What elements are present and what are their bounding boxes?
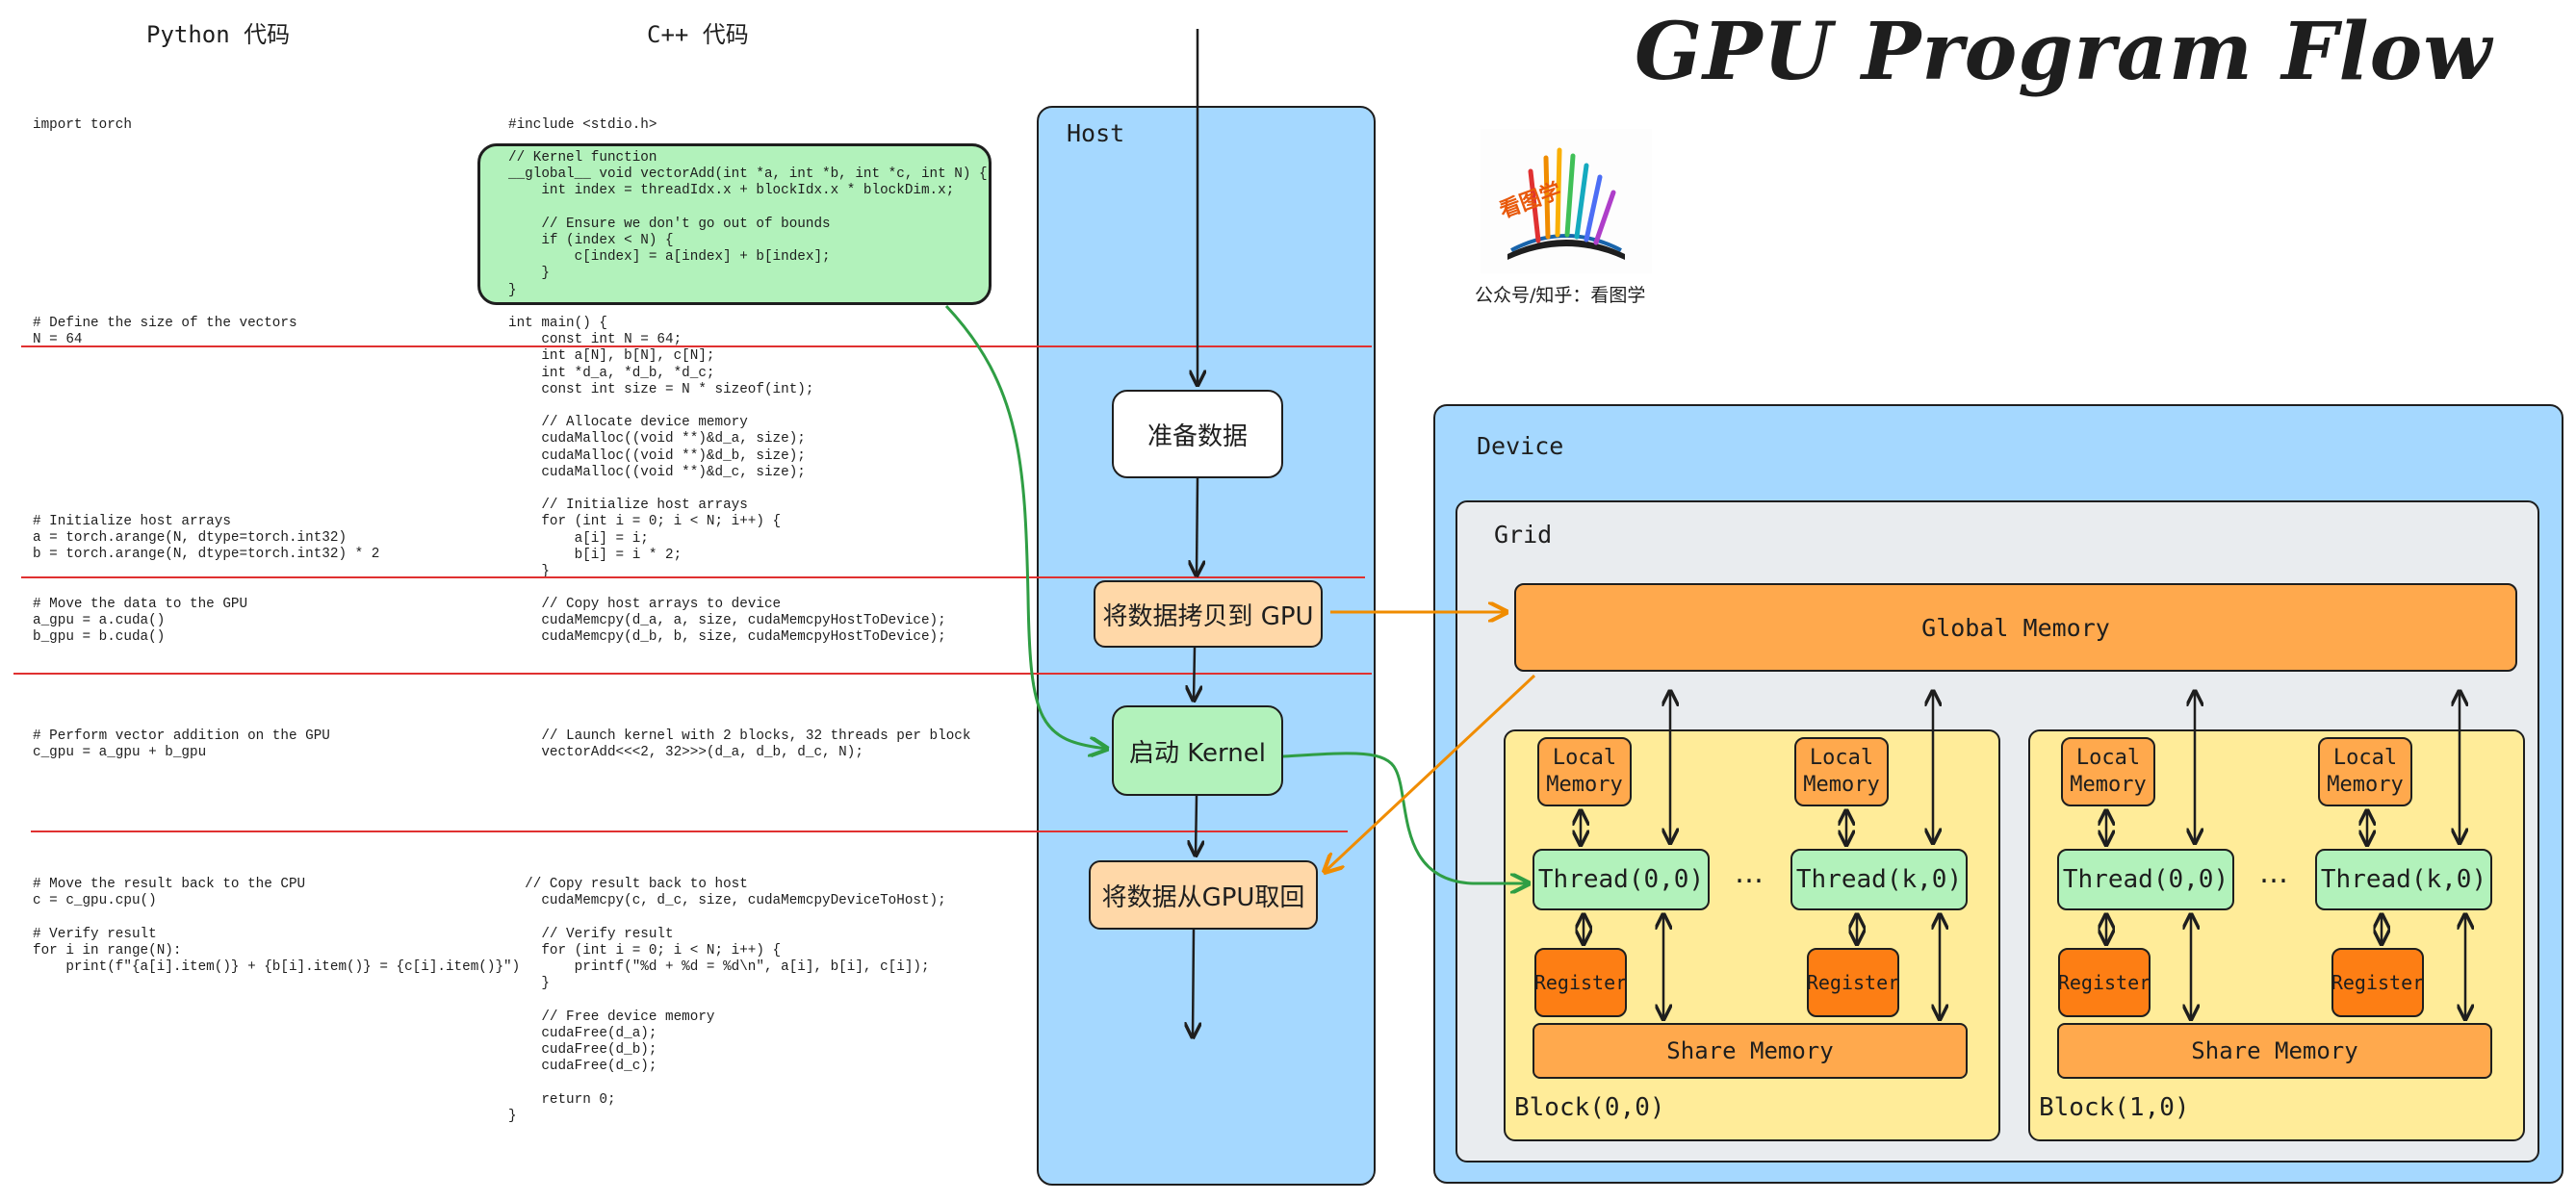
logo-caption: 公众号/知乎：看图学 [1475,285,1646,306]
thread-ellipsis-b1: … [2259,856,2288,890]
copy-to-gpu-step: 将数据拷贝到 GPU [1094,580,1323,648]
register-b0-tk: Register [1807,948,1899,1017]
launch-kernel-step: 启动 Kernel [1112,705,1283,796]
local-memory-b0-tk: Local Memory [1794,737,1889,806]
block-1-label: Block(1,0) [2039,1093,2190,1122]
local-memory-b1-tk: Local Memory [2318,737,2412,806]
flow-arrow [1196,795,1197,856]
share-memory-b1: Share Memory [2057,1023,2492,1079]
host-flow-arrows [1193,29,1198,1037]
flow-arrow [1193,929,1194,1037]
book-logo-icon: 看图学 [1496,147,1625,260]
register-b1-t0: Register [2058,948,2151,1017]
register-b0-t0: Register [1534,948,1627,1017]
python-init-arrays: # Initialize host arrays a = torch.arang… [33,514,380,563]
section-separators [13,345,1372,832]
global-to-host-arrow [1325,674,1536,872]
cpp-code-heading: C++ 代码 [647,21,749,48]
cpp-launch-kernel: // Launch kernel with 2 blocks, 32 threa… [541,728,971,761]
global-memory: Global Memory [1514,583,2517,672]
thread-ellipsis-b0: … [1735,856,1764,890]
python-code-heading: Python 代码 [146,21,291,48]
python-move-back: # Move the result back to the CPU c = c_… [33,877,521,976]
kernel-to-launch-arrow [944,304,1107,749]
thread-b1-t0: Thread(0,0) [2057,849,2234,910]
cpp-include: #include <stdio.h> [508,117,657,133]
thread-b1-tk: Thread(k,0) [2315,849,2492,910]
python-define-size: # Define the size of the vectors N = 64 [33,316,297,348]
copy-back-step: 将数据从GPU取回 [1089,860,1318,930]
register-b1-tk: Register [2331,948,2424,1017]
cpp-main: int main() { const int N = 64; int a[N],… [508,316,814,580]
python-move-to-gpu: # Move the data to the GPU a_gpu = a.cud… [33,597,248,646]
python-vector-add: # Perform vector addition on the GPU c_g… [33,728,330,761]
logo-image: 看图学 [1481,129,1652,273]
page-title: GPU Program Flow [1635,6,2492,98]
kernel-code-box [477,143,992,305]
host-label: Host [1067,119,1125,147]
thread-b0-tk: Thread(k,0) [1790,849,1968,910]
cpp-copy-back: // Copy result back to host cudaMemcpy(c… [508,877,946,1124]
device-label: Device [1477,432,1564,460]
local-memory-b1-t0: Local Memory [2061,737,2155,806]
flow-arrow [1194,647,1195,701]
local-memory-b0-t0: Local Memory [1537,737,1632,806]
launch-to-thread-arrow [1282,752,1529,883]
prepare-data-step: 准备数据 [1112,390,1283,478]
device-memory-arrows [1581,691,2465,1019]
flow-arrow [1197,477,1198,575]
share-memory-b0: Share Memory [1533,1023,1968,1079]
cpp-copy-to-device: // Copy host arrays to device cudaMemcpy… [541,597,946,646]
block-0-label: Block(0,0) [1514,1093,1665,1122]
cpp-kernel-function: // Kernel function __global__ void vecto… [508,150,988,298]
thread-b0-t0: Thread(0,0) [1533,849,1710,910]
grid-label: Grid [1494,521,1553,549]
python-import: import torch [33,117,132,133]
